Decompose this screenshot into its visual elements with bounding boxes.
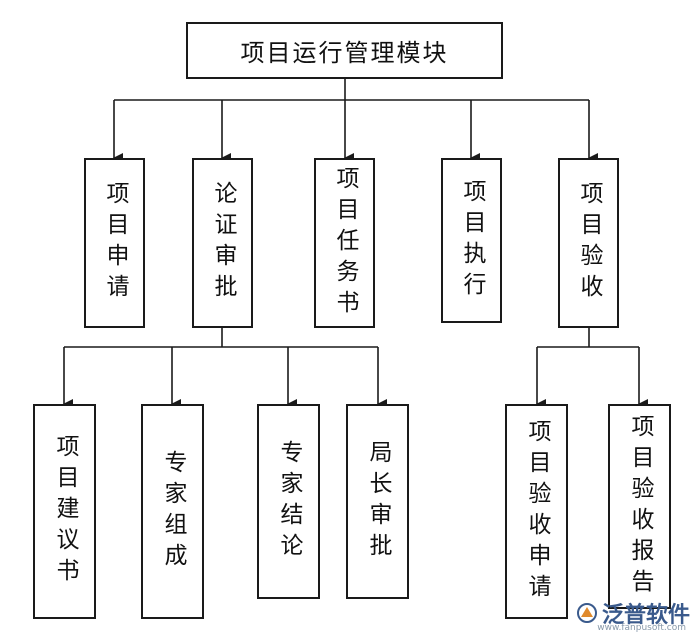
module-execute-label: 项目执行: [459, 178, 485, 303]
module-apply-label: 项目申请: [102, 181, 128, 305]
module-task-label: 项目任务书: [332, 165, 358, 321]
review-child-expert-conclusion: 专家结论: [257, 404, 320, 599]
module-review: 论证审批: [192, 158, 253, 328]
review-child-proposal-label: 项目建议书: [52, 434, 78, 589]
accept-child-report: 项目验收报告: [608, 404, 671, 609]
module-review-label: 论证审批: [210, 181, 236, 305]
accept-child-apply: 项目验收申请: [505, 404, 568, 619]
review-child-expert-group-label: 专家组成: [160, 449, 186, 574]
review-child-expert-conclusion-label: 专家结论: [276, 439, 302, 564]
module-apply: 项目申请: [84, 158, 145, 328]
module-execute: 项目执行: [441, 158, 502, 323]
module-task: 项目任务书: [314, 158, 375, 328]
review-child-director-approval-label: 局长审批: [365, 439, 391, 564]
root-node: 项目运行管理模块: [186, 22, 503, 79]
logo-icon: [576, 603, 597, 623]
watermark-url: www.fanpusoft.com: [597, 623, 686, 633]
watermark-text: 泛普软件: [601, 603, 690, 628]
module-accept-label: 项目验收: [576, 181, 602, 305]
accept-child-apply-label: 项目验收申请: [524, 418, 550, 605]
accept-child-report-label: 项目验收报告: [627, 413, 653, 600]
review-child-expert-group: 专家组成: [141, 404, 204, 619]
module-accept: 项目验收: [558, 158, 619, 328]
review-child-proposal: 项目建议书: [33, 404, 96, 619]
review-child-director-approval: 局长审批: [346, 404, 409, 599]
watermark: 泛普软件: [576, 597, 690, 629]
root-node-label: 项目运行管理模块: [240, 39, 449, 67]
